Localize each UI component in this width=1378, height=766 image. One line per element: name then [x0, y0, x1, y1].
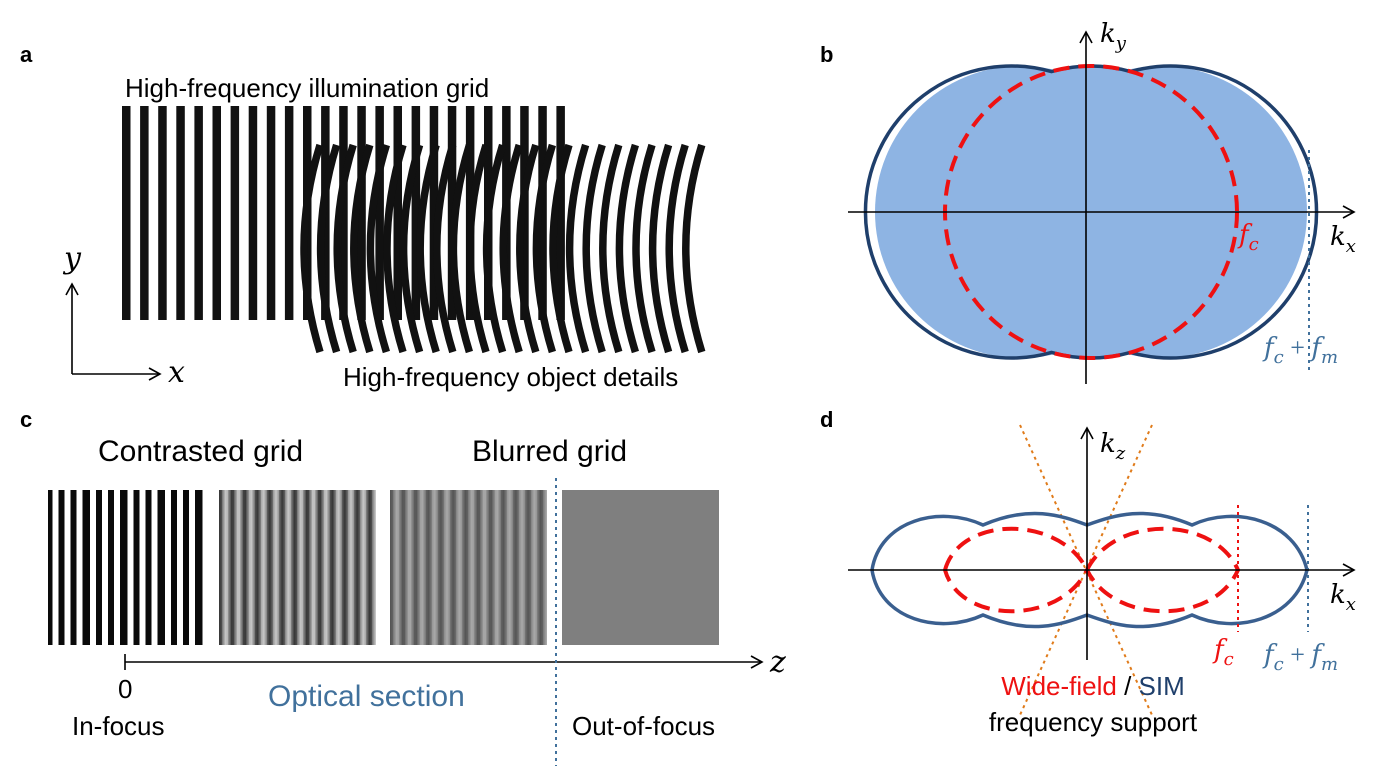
panel-a-label: a [20, 42, 33, 67]
object-detail-stripe [499, 143, 523, 354]
illumination-stripe [158, 106, 167, 320]
illumination-stripe [284, 106, 294, 320]
illumination-stripe [429, 106, 439, 320]
object-detail-stripe [532, 143, 556, 354]
object-detail-stripe [648, 143, 673, 354]
object-detail-stripe [316, 143, 341, 354]
object-detail-stripe [383, 143, 407, 354]
out-of-focus-label: Out-of-focus [572, 711, 715, 741]
panel-c-label: c [20, 407, 32, 432]
object-detail-stripe [333, 143, 357, 354]
fc-plus-fm-label-d: fc + fm [1262, 640, 1338, 675]
object-details-pattern [300, 143, 706, 354]
object-detail-stripe [615, 143, 639, 354]
x-axis-label: x [168, 355, 185, 390]
object-detail-stripe [366, 143, 390, 354]
fc-label-d: fc [1212, 635, 1234, 670]
ky-axis-label: ky [1100, 19, 1127, 54]
object-detail-stripe [632, 143, 656, 354]
illumination-stripe [556, 106, 565, 320]
object-detail-stripe [449, 143, 473, 354]
illumination-stripe [248, 106, 258, 320]
illumination-stripe [212, 106, 221, 320]
kx-axis-label-d: kx [1330, 580, 1356, 615]
illumination-stripe [339, 106, 348, 320]
object-detail-stripe [549, 143, 573, 354]
object-detail-stripe [482, 143, 507, 354]
grid-tile-4 [562, 490, 719, 645]
object-details-label: High-frequency object details [343, 362, 678, 392]
panel-d: d kz kx fc fc + fm Wide-field / SIM freq… [820, 407, 1356, 737]
optical-section-label: Optical section [268, 680, 465, 713]
illumination-stripe [122, 106, 131, 320]
illumination-stripe [266, 106, 276, 320]
panel-c: c Contrasted grid Blurred grid z 0 In-fo… [20, 407, 786, 766]
contrasted-grid-label: Contrasted grid [98, 435, 303, 468]
illumination-stripe [538, 106, 547, 320]
object-detail-stripe [665, 143, 689, 354]
illumination-stripe [393, 106, 402, 320]
object-detail-stripe [300, 143, 324, 354]
object-detail-stripe [399, 143, 424, 354]
illumination-stripe [375, 106, 384, 320]
fc-plus-fm-label: fc + fm [1262, 333, 1338, 368]
blurred-grid-label: Blurred grid [472, 435, 627, 468]
object-detail-stripe [416, 143, 440, 354]
legend-line-1: Wide-field / SIM [1001, 671, 1185, 701]
illumination-grid [122, 106, 565, 320]
kz-axis-label: kz [1100, 429, 1126, 464]
illumination-stripe [194, 106, 203, 320]
object-detail-stripe [466, 143, 490, 354]
legend-separator: / [1117, 671, 1139, 701]
legend-line-2: frequency support [989, 707, 1198, 737]
object-detail-stripe [582, 143, 606, 354]
illumination-stripe [411, 106, 421, 320]
y-axis-label: y [62, 241, 82, 276]
object-detail-stripe [682, 143, 706, 354]
panel-a: a High-frequency illumination grid High-… [20, 42, 706, 392]
object-detail-stripe [433, 143, 457, 354]
illumination-stripe [176, 106, 185, 320]
panel-d-label: d [820, 407, 833, 432]
illumination-grid-label: High-frequency illumination grid [125, 73, 489, 103]
object-detail-stripe [350, 143, 374, 354]
legend-widefield: Wide-field [1001, 671, 1117, 701]
object-detail-stripe [516, 143, 540, 354]
object-detail-stripe [565, 143, 590, 354]
z-axis-label: z [769, 645, 786, 680]
illumination-stripe [140, 106, 149, 320]
legend-sim: SIM [1139, 671, 1185, 701]
panel-b: b ky kx fc fc + fm [820, 19, 1356, 384]
grid-tiles [48, 490, 719, 645]
panel-b-label: b [820, 42, 833, 67]
illumination-stripe [230, 106, 240, 320]
object-detail-stripe [599, 143, 623, 354]
illumination-stripe [357, 106, 366, 320]
z-zero-label: 0 [118, 674, 132, 704]
in-focus-label: In-focus [72, 711, 165, 741]
kx-axis-label: kx [1330, 222, 1356, 257]
